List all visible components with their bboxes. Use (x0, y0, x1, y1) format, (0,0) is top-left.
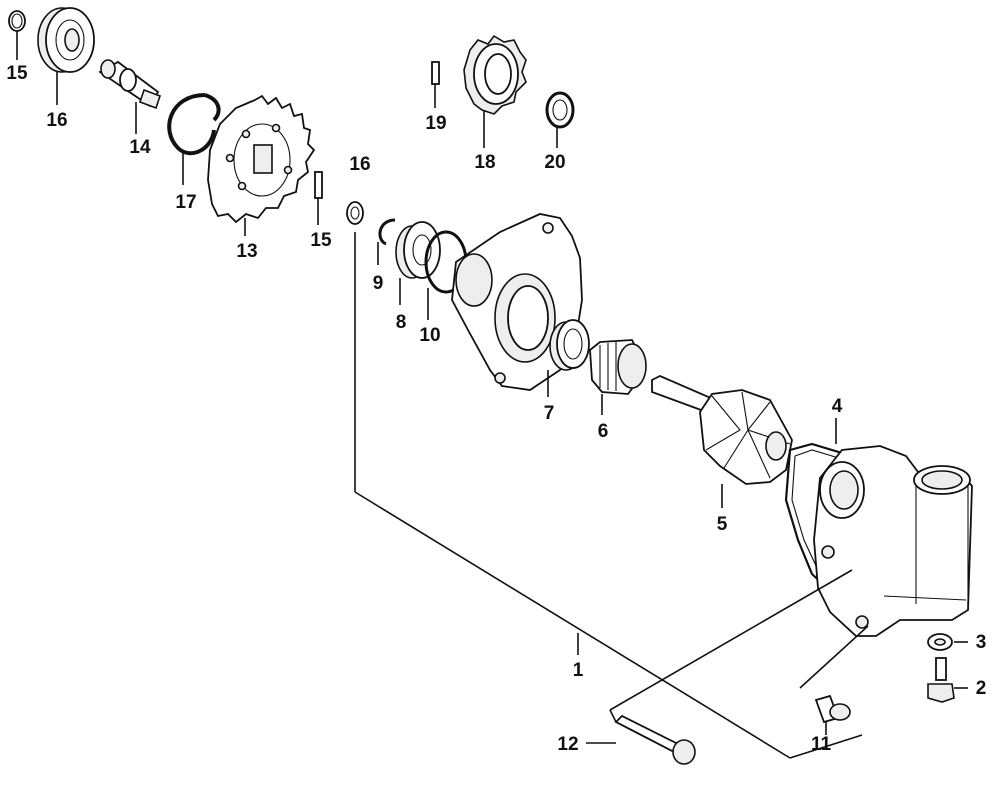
callout-15: 15 (310, 230, 332, 251)
callout-13: 13 (236, 241, 257, 262)
callout-5: 5 (717, 514, 728, 535)
part-2-bolt (927, 657, 955, 703)
callout-17: 16 (46, 110, 67, 131)
callout-labels: 15 16 14 17 13 15 19 18 20 16 9 8 10 7 6… (6, 63, 986, 755)
callout-21: 20 (544, 152, 565, 173)
part-21-circlip (545, 91, 575, 129)
part-16-circlip-left (8, 10, 26, 32)
callout-20: 19 (425, 113, 446, 134)
callout-6: 6 (598, 421, 609, 442)
part-3-washer (927, 633, 953, 651)
part-6-mechanical-seal (589, 339, 647, 395)
pump-cover (451, 213, 583, 391)
part-19-gear (463, 34, 527, 115)
callout-16: 15 (6, 63, 28, 84)
part-12-long-bolt (614, 714, 696, 765)
callout-18: 17 (175, 192, 196, 213)
part-11-bolt (814, 694, 851, 724)
part-5-impeller (651, 375, 793, 485)
part-8-bearing (395, 221, 441, 279)
callout-10: 10 (419, 325, 440, 346)
callout-11: 11 (811, 734, 832, 755)
callout-4: 4 (832, 396, 843, 417)
part-14-shaft (98, 59, 162, 110)
callout-16-center: 16 (349, 154, 370, 175)
part-9-clip (378, 218, 396, 246)
callout-2: 2 (976, 678, 987, 699)
callout-1: 1 (573, 660, 584, 681)
part-18-retaining-ring (167, 93, 221, 156)
callout-12: 12 (557, 734, 578, 755)
part-7-seal-ring (549, 319, 590, 371)
callout-7: 7 (544, 403, 555, 424)
pump-housing (813, 445, 973, 637)
callout-9: 9 (373, 273, 384, 294)
part-17-bearing (37, 7, 95, 73)
part-13-sprocket (207, 94, 316, 224)
part-16-ring-center (346, 201, 364, 225)
part-20-pin (431, 61, 440, 85)
callout-8: 8 (396, 312, 407, 333)
leader-lines (16, 31, 968, 759)
part-15-pin (314, 171, 323, 199)
callout-19: 18 (474, 152, 495, 173)
callout-14: 14 (129, 137, 151, 158)
callout-3: 3 (976, 632, 987, 653)
